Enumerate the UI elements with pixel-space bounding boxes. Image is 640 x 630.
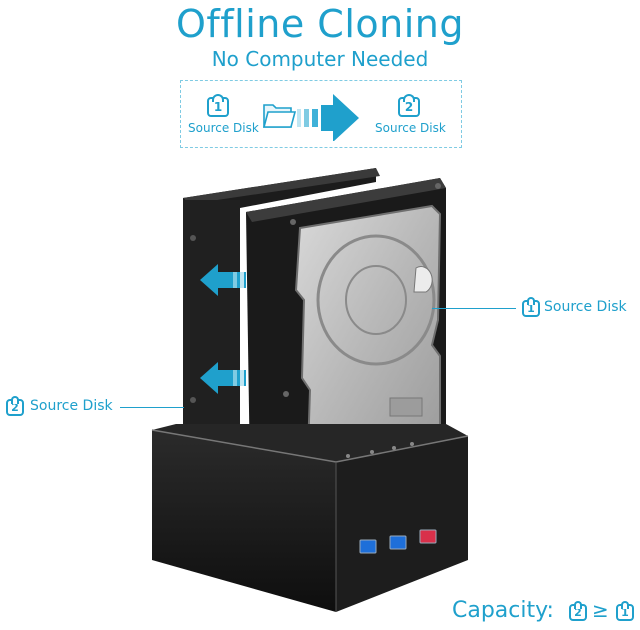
front-hard-drive	[246, 178, 446, 475]
capacity-relation: ≥	[592, 598, 609, 622]
callout-leader-line	[432, 308, 516, 309]
insert-arrow-icon	[200, 362, 246, 394]
disk-icon: 1	[522, 297, 540, 317]
page-title: Offline Cloning	[175, 2, 464, 46]
left-callout-number: 2	[11, 401, 19, 414]
disk-icon: 2	[398, 94, 420, 117]
insert-arrow-icon	[200, 264, 246, 296]
left-callout-label: Source Disk	[30, 398, 113, 414]
folder-icon	[262, 104, 297, 128]
source-disk-number: 1	[213, 100, 223, 114]
right-callout-label: Source Disk	[544, 299, 627, 315]
clone-flow-panel: 1 Source Disk 2 Source Disk	[180, 80, 462, 148]
capacity-left-number: 2	[574, 606, 582, 619]
disk-icon: 1	[616, 601, 634, 621]
callout-leader-line	[120, 407, 184, 408]
usb-port	[359, 539, 377, 554]
usb-port	[419, 529, 437, 544]
target-disk-label: Source Disk	[375, 121, 446, 135]
page-subtitle: No Computer Needed	[211, 47, 429, 71]
copy-arrow-graphic	[262, 94, 359, 141]
status-led-panel	[346, 442, 414, 458]
disk-icon: 2	[569, 601, 587, 621]
target-disk-number: 2	[404, 100, 414, 114]
arrow-right-icon	[297, 94, 359, 141]
right-callout-number: 1	[527, 302, 535, 315]
disk-icon: 1	[207, 94, 229, 117]
dock-base	[151, 424, 469, 612]
disk-icon: 2	[6, 396, 24, 416]
capacity-right-number: 1	[621, 606, 629, 619]
source-disk-label: Source Disk	[188, 121, 259, 135]
usb-port	[389, 535, 407, 550]
capacity-label: Capacity:	[452, 598, 554, 623]
